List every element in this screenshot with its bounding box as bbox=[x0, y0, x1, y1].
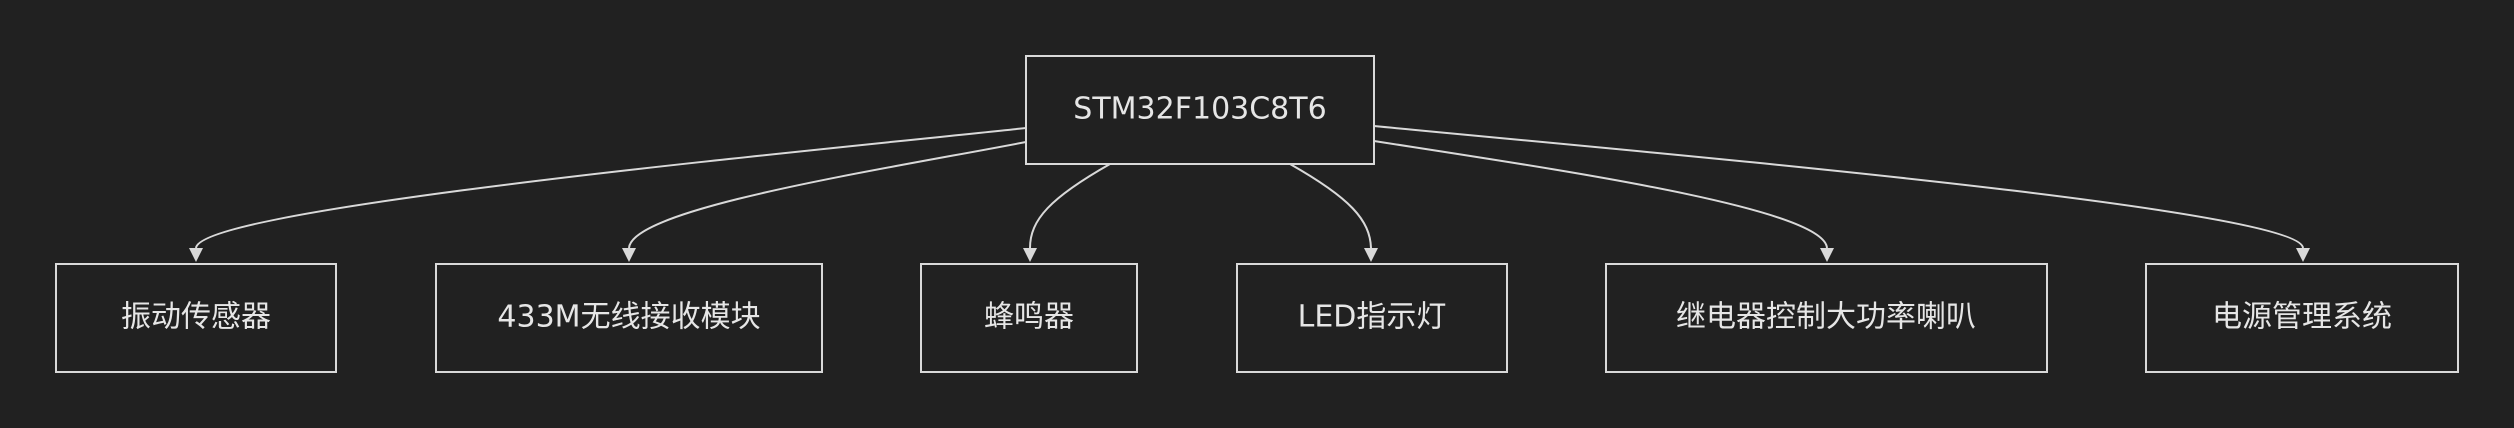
node-relay-horn: 继电器控制大功率喇叭 bbox=[1605, 263, 2048, 373]
edges bbox=[189, 125, 2310, 262]
arrowhead-buzzer bbox=[1023, 248, 1037, 262]
node-433m-module-label: 433M无线接收模块 bbox=[497, 300, 760, 335]
node-led-indicator-label: LED指示灯 bbox=[1298, 300, 1447, 335]
node-power-management: 电源管理系统 bbox=[2145, 263, 2459, 373]
edge-root-to-buzzer bbox=[1029, 163, 1111, 249]
node-433m-module: 433M无线接收模块 bbox=[435, 263, 823, 373]
arrowhead-433m-module bbox=[622, 248, 636, 262]
node-buzzer-label: 蜂鸣器 bbox=[984, 300, 1074, 335]
edge-root-to-relay-horn bbox=[1373, 140, 1828, 249]
node-led-indicator: LED指示灯 bbox=[1236, 263, 1508, 373]
arrowhead-relay-horn bbox=[1820, 248, 1834, 262]
edge-root-to-power-management bbox=[1373, 125, 2304, 249]
arrowhead-power-management bbox=[2296, 248, 2310, 262]
node-vibration-sensor-label: 振动传感器 bbox=[121, 300, 271, 335]
node-vibration-sensor: 振动传感器 bbox=[55, 263, 337, 373]
arrowhead-vibration-sensor bbox=[189, 248, 203, 262]
node-relay-horn-label: 继电器控制大功率喇叭 bbox=[1676, 300, 1976, 335]
node-power-management-label: 电源管理系统 bbox=[2212, 300, 2392, 335]
node-buzzer: 蜂鸣器 bbox=[920, 263, 1138, 373]
arrowhead-led-indicator bbox=[1364, 248, 1378, 262]
edge-root-to-led-indicator bbox=[1289, 163, 1372, 249]
node-root-mcu: STM32F103C8T6 bbox=[1025, 55, 1375, 165]
node-root-mcu-label: STM32F103C8T6 bbox=[1073, 92, 1326, 127]
edge-root-to-vibration-sensor bbox=[195, 127, 1027, 249]
edge-root-to-433m-module bbox=[628, 141, 1027, 249]
